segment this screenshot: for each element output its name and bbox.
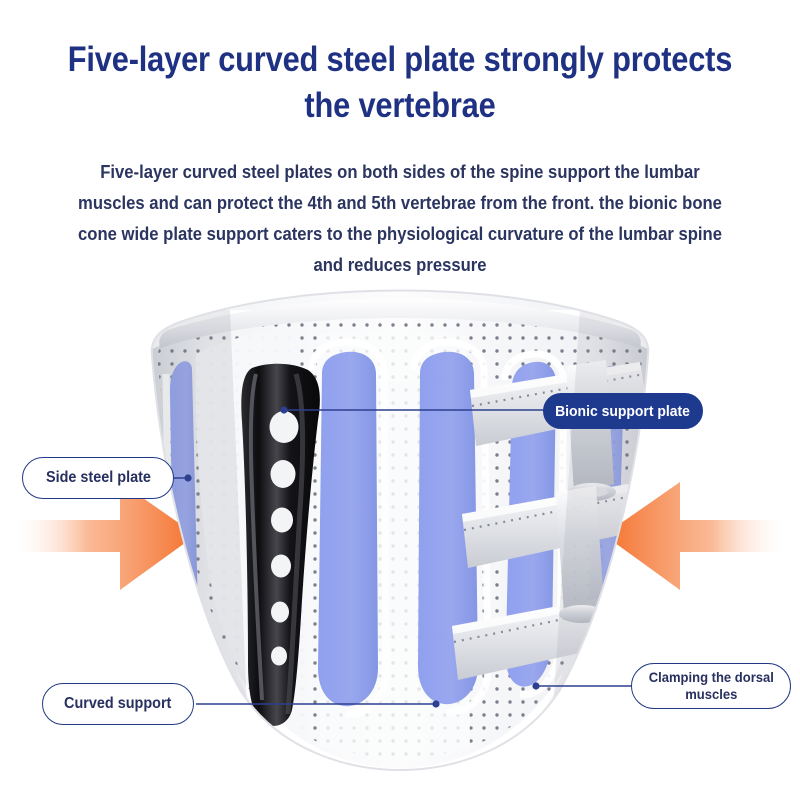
callout-label: Curved support (64, 695, 172, 712)
callout-curved-support[interactable]: Curved support (42, 683, 194, 725)
page-title: Five-layer curved steel plate strongly p… (67, 40, 733, 126)
bionic-support-plate-part (241, 363, 320, 726)
callout-clamping-dorsal-muscles[interactable]: Clamping the dorsal muscles (631, 663, 791, 709)
callout-label: Bionic support plate (555, 402, 691, 420)
callout-label: Clamping the dorsal muscles (648, 669, 774, 702)
callout-side-steel-plate[interactable]: Side steel plate (22, 457, 174, 499)
brace-body (150, 289, 650, 772)
product-illustration (0, 270, 800, 800)
callout-label: Side steel plate (45, 469, 151, 486)
plate-holes (269, 411, 299, 666)
left-pressure-arrow (10, 482, 196, 590)
adjustment-straps (452, 360, 648, 680)
right-pressure-arrow (604, 482, 790, 590)
leader-dots (184, 406, 540, 708)
description-paragraph: Five-layer curved steel plates on both s… (78, 160, 722, 275)
brace-artwork (10, 289, 790, 772)
callout-bionic-support-plate[interactable]: Bionic support plate (543, 393, 703, 429)
